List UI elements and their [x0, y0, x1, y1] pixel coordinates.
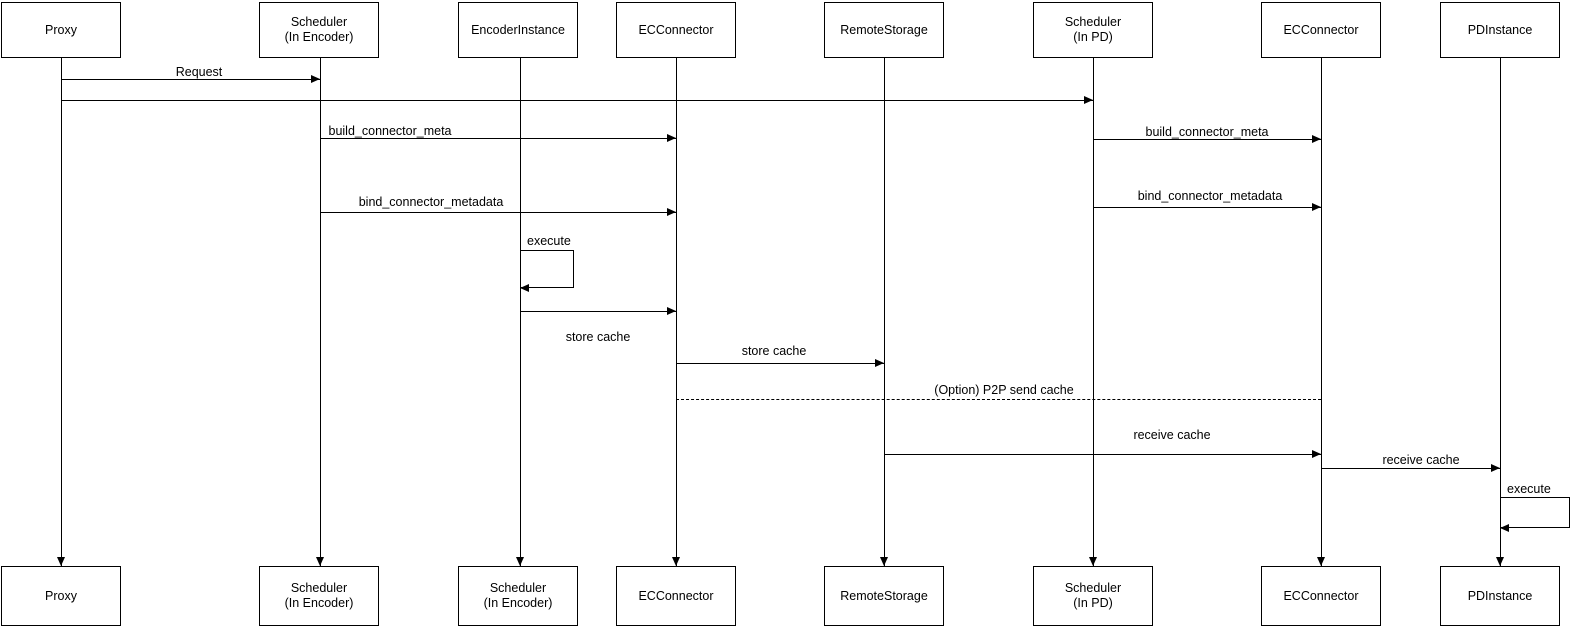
- lifeline-remote_store: [884, 58, 885, 566]
- self-message-loop-s2[interactable]: [1500, 497, 1570, 528]
- participant-footer-label: Proxy: [45, 588, 77, 603]
- message-line-m8[interactable]: [676, 363, 884, 364]
- participant-footer-sched_pd[interactable]: Scheduler(In PD): [1033, 566, 1153, 626]
- self-message-label-s1: execute: [527, 234, 571, 248]
- participant-header-proxy[interactable]: Proxy: [1, 2, 121, 58]
- participant-header-label: Scheduler: [1064, 15, 1122, 29]
- participant-header-sched_enc[interactable]: Scheduler(In Encoder): [259, 2, 379, 58]
- lifeline-end-arrow-sched_enc: [316, 557, 324, 566]
- message-line-m9[interactable]: [676, 399, 1321, 400]
- lifeline-ec_conn_enc: [676, 58, 677, 566]
- participant-footer-label: Scheduler: [489, 581, 547, 595]
- self-message-label-s2: execute: [1507, 482, 1551, 496]
- participant-header-label: RemoteStorage: [840, 22, 928, 37]
- message-line-m11[interactable]: [1321, 468, 1500, 469]
- message-arrowhead-m6: [1312, 203, 1321, 211]
- message-label-m5: bind_connector_metadata: [358, 195, 504, 209]
- message-line-m3[interactable]: [320, 138, 676, 139]
- participant-header-ec_conn_pd[interactable]: ECConnector: [1261, 2, 1381, 58]
- participant-footer-sched_enc[interactable]: Scheduler(In Encoder): [259, 566, 379, 626]
- participant-footer-remote_store[interactable]: RemoteStorage: [824, 566, 944, 626]
- message-arrowhead-m8: [875, 359, 884, 367]
- message-arrowhead-m5: [667, 208, 676, 216]
- participant-header-label: PDInstance: [1467, 22, 1533, 37]
- participant-header-label: ECConnector: [638, 22, 714, 37]
- message-label-m4: build_connector_meta: [1145, 125, 1269, 139]
- lifeline-proxy: [61, 58, 62, 566]
- self-message-loop-s1[interactable]: [520, 250, 574, 288]
- participant-footer-label: RemoteStorage: [840, 588, 928, 603]
- participant-header-label: ECConnector: [1283, 22, 1359, 37]
- message-arrowhead-m11: [1491, 464, 1500, 472]
- message-arrowhead-m2: [1084, 96, 1093, 104]
- participant-footer-label: PDInstance: [1467, 588, 1533, 603]
- message-line-m5[interactable]: [320, 212, 676, 213]
- lifeline-end-arrow-ec_conn_pd: [1317, 557, 1325, 566]
- participant-footer-label: Scheduler: [290, 581, 348, 595]
- message-arrowhead-m4: [1312, 135, 1321, 143]
- participant-footer-sublabel: (In Encoder): [284, 596, 354, 610]
- participant-footer-label: Scheduler: [1064, 581, 1122, 595]
- lifeline-end-arrow-ec_conn_enc: [672, 557, 680, 566]
- message-line-m7[interactable]: [520, 311, 676, 312]
- lifeline-encoder_inst: [520, 58, 521, 566]
- message-line-m2[interactable]: [61, 100, 1093, 101]
- lifeline-ec_conn_pd: [1321, 58, 1322, 566]
- participant-footer-ec_conn_enc[interactable]: ECConnector: [616, 566, 736, 626]
- participant-footer-sublabel: (In PD): [1073, 596, 1113, 610]
- lifeline-pd_inst: [1500, 58, 1501, 566]
- participant-header-remote_store[interactable]: RemoteStorage: [824, 2, 944, 58]
- message-label-m10: receive cache: [1133, 428, 1211, 442]
- message-arrowhead-m1: [311, 75, 320, 83]
- message-line-m1[interactable]: [61, 79, 320, 80]
- message-line-m6[interactable]: [1093, 207, 1321, 208]
- lifeline-end-arrow-pd_inst: [1496, 557, 1504, 566]
- message-line-m10[interactable]: [884, 454, 1321, 455]
- participant-footer-proxy[interactable]: Proxy: [1, 566, 121, 626]
- message-label-m7: store cache: [565, 330, 631, 344]
- message-label-m11: receive cache: [1382, 453, 1460, 467]
- lifeline-end-arrow-remote_store: [880, 557, 888, 566]
- self-message-arrowhead-s2: [1500, 524, 1509, 532]
- participant-header-label: Proxy: [45, 22, 77, 37]
- participant-footer-label: ECConnector: [1283, 588, 1359, 603]
- message-label-m8: store cache: [741, 344, 807, 358]
- participant-footer-sublabel: (In Encoder): [483, 596, 553, 610]
- participant-header-sublabel: (In Encoder): [284, 30, 354, 44]
- message-line-m4[interactable]: [1093, 139, 1321, 140]
- participant-header-encoder_inst[interactable]: EncoderInstance: [458, 2, 578, 58]
- participant-header-label: EncoderInstance: [471, 22, 565, 37]
- message-arrowhead-m10: [1312, 450, 1321, 458]
- self-message-arrowhead-s1: [520, 284, 529, 292]
- participant-header-sched_pd[interactable]: Scheduler(In PD): [1033, 2, 1153, 58]
- lifeline-end-arrow-proxy: [57, 557, 65, 566]
- message-arrowhead-m7: [667, 307, 676, 315]
- message-arrowhead-m3: [667, 134, 676, 142]
- message-label-m1: Request: [175, 65, 223, 79]
- lifeline-sched_pd: [1093, 58, 1094, 566]
- participant-footer-encoder_inst[interactable]: Scheduler(In Encoder): [458, 566, 578, 626]
- participant-footer-label: ECConnector: [638, 588, 714, 603]
- lifeline-end-arrow-encoder_inst: [516, 557, 524, 566]
- lifeline-sched_enc: [320, 58, 321, 566]
- participant-footer-ec_conn_pd[interactable]: ECConnector: [1261, 566, 1381, 626]
- participant-header-ec_conn_enc[interactable]: ECConnector: [616, 2, 736, 58]
- message-label-m3: build_connector_meta: [328, 124, 452, 138]
- participant-header-sublabel: (In PD): [1073, 30, 1113, 44]
- message-label-m9: (Option) P2P send cache: [934, 383, 1074, 397]
- message-label-m6: bind_connector_metadata: [1137, 189, 1283, 203]
- participant-header-label: Scheduler: [290, 15, 348, 29]
- participant-footer-pd_inst[interactable]: PDInstance: [1440, 566, 1560, 626]
- participant-header-pd_inst[interactable]: PDInstance: [1440, 2, 1560, 58]
- lifeline-end-arrow-sched_pd: [1089, 557, 1097, 566]
